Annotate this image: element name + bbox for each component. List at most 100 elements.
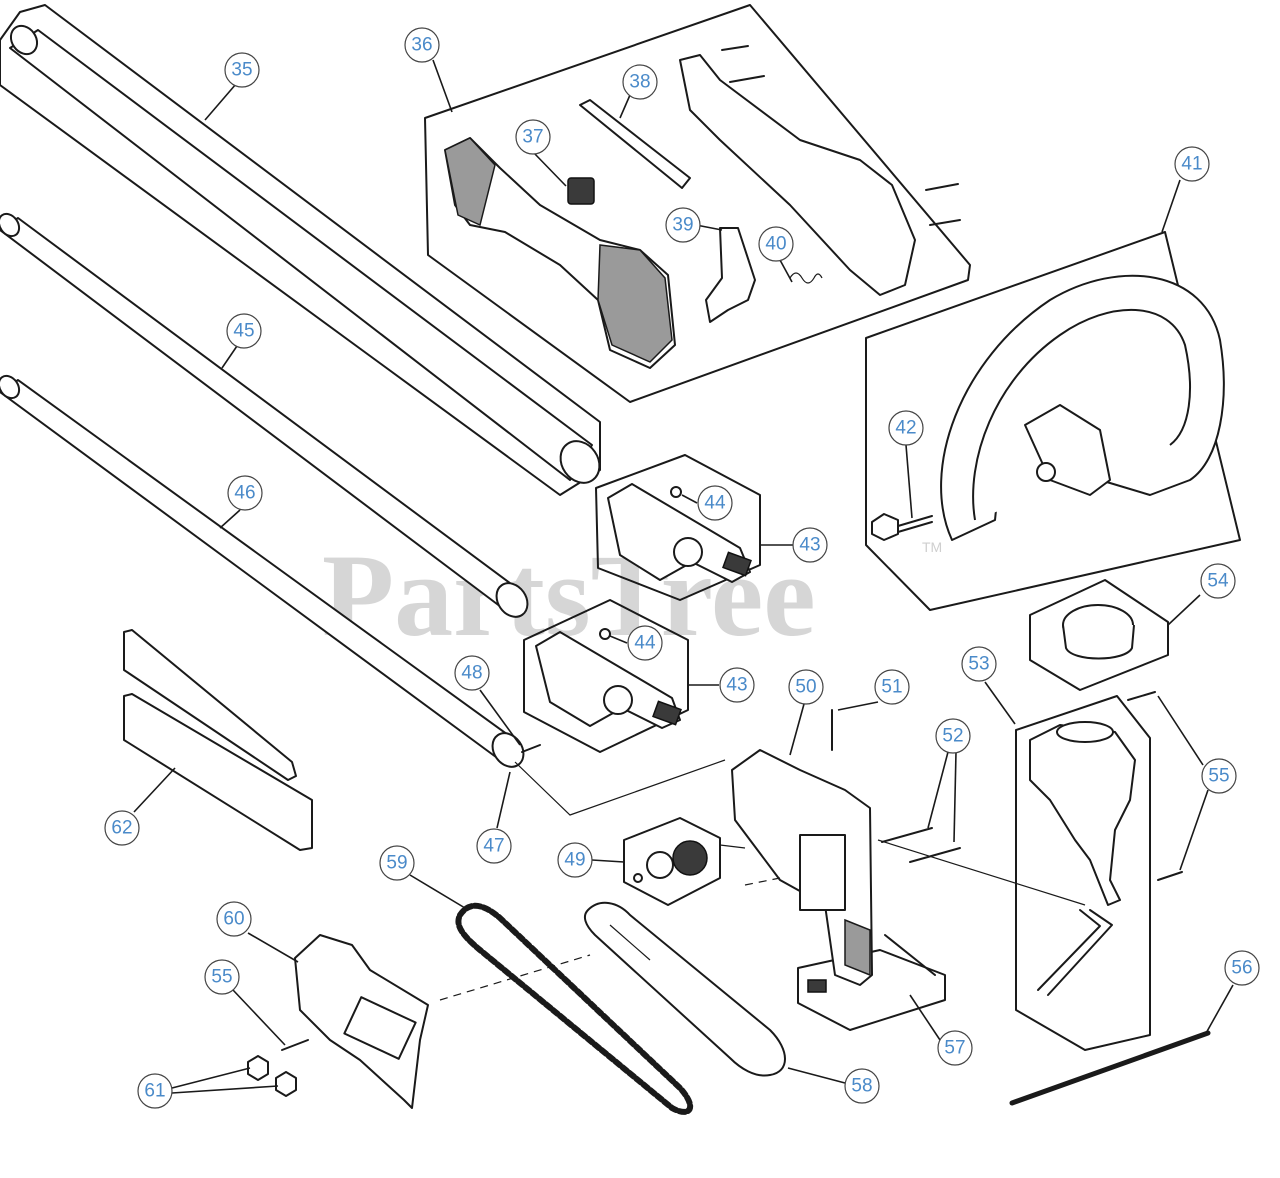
svg-text:37: 37 xyxy=(522,127,543,148)
sprocket-gear xyxy=(672,840,708,876)
callout-42[interactable]: 42 xyxy=(888,410,924,446)
callout-59[interactable]: 59 xyxy=(379,845,415,881)
coupler-43-upper-clamp xyxy=(673,537,703,567)
callouts: 35 36 37 38 39 40 41 42 43 43 44 44 45 4… xyxy=(104,27,1260,1109)
callout-48[interactable]: 48 xyxy=(454,655,490,691)
svg-text:51: 51 xyxy=(881,677,902,698)
callout-60[interactable]: 60 xyxy=(216,901,252,937)
saw-chain-59 xyxy=(455,902,694,1115)
svg-text:54: 54 xyxy=(1207,571,1229,592)
oil-tank-53 xyxy=(1029,691,1183,996)
rear-handle-parts xyxy=(444,45,961,369)
svg-text:42: 42 xyxy=(895,418,916,439)
rear-handle-grip xyxy=(444,137,496,227)
oil-line xyxy=(1047,909,1113,996)
svg-text:62: 62 xyxy=(111,818,132,839)
callout-41[interactable]: 41 xyxy=(1174,146,1210,182)
bolt-42 xyxy=(871,513,933,541)
callout-50[interactable]: 50 xyxy=(788,669,824,705)
bolt-57 xyxy=(884,934,936,976)
svg-text:44: 44 xyxy=(704,493,726,514)
callout-38[interactable]: 38 xyxy=(622,64,658,100)
callout-62[interactable]: 62 xyxy=(104,810,140,846)
coupler-43-lower xyxy=(535,631,681,729)
sprocket-49-box xyxy=(623,817,721,906)
callout-44-lower[interactable]: 44 xyxy=(627,625,663,661)
screw-55-guard xyxy=(281,1039,309,1051)
callout-55-tank[interactable]: 55 xyxy=(1201,758,1237,794)
svg-text:53: 53 xyxy=(968,654,989,675)
callout-57[interactable]: 57 xyxy=(937,1030,973,1066)
svg-text:56: 56 xyxy=(1231,958,1252,979)
callout-46[interactable]: 46 xyxy=(227,475,263,511)
svg-text:35: 35 xyxy=(231,60,252,81)
shaft-35-end xyxy=(559,440,601,484)
svg-text:52: 52 xyxy=(942,726,963,747)
nut-44-upper xyxy=(670,486,682,498)
callout-58[interactable]: 58 xyxy=(844,1068,880,1104)
svg-text:55: 55 xyxy=(1208,766,1229,787)
svg-text:43: 43 xyxy=(799,535,820,556)
coupler-43-lower-tab xyxy=(652,700,682,726)
svg-text:38: 38 xyxy=(629,72,650,93)
oil-tank-53-box xyxy=(1015,695,1151,1051)
gear-housing-plate xyxy=(799,834,846,911)
callout-40[interactable]: 40 xyxy=(758,226,794,262)
callout-56[interactable]: 56 xyxy=(1224,950,1260,986)
alignment-lines xyxy=(439,759,1086,1001)
callout-43-upper[interactable]: 43 xyxy=(792,527,828,563)
sprocket-clip xyxy=(633,873,643,883)
couplers xyxy=(535,483,752,729)
svg-text:58: 58 xyxy=(851,1076,872,1097)
coupler-43-upper xyxy=(607,483,751,583)
scabbard-62 xyxy=(123,629,313,851)
front-handle-bolt-hole xyxy=(1036,462,1056,482)
screw-48 xyxy=(521,744,541,753)
shaft-fittings xyxy=(521,744,541,753)
callout-61[interactable]: 61 xyxy=(137,1073,173,1109)
svg-text:41: 41 xyxy=(1181,154,1202,175)
spring-40 xyxy=(789,272,823,284)
callout-39[interactable]: 39 xyxy=(665,207,701,243)
shafts xyxy=(0,24,601,768)
svg-text:39: 39 xyxy=(672,215,693,236)
rod-56 xyxy=(1009,1030,1211,1106)
rear-handle-trigger-cover xyxy=(597,244,673,363)
coupler-43-lower-box xyxy=(523,599,689,753)
callout-49[interactable]: 49 xyxy=(557,842,593,878)
coupler-43-lower-clamp xyxy=(603,685,633,715)
handle-36-box xyxy=(424,4,971,403)
callout-53[interactable]: 53 xyxy=(961,646,997,682)
callout-43-lower[interactable]: 43 xyxy=(719,667,755,703)
cap-54-body xyxy=(1062,624,1135,660)
callout-45[interactable]: 45 xyxy=(226,313,262,349)
oil-line-outer xyxy=(1037,909,1101,991)
callout-37[interactable]: 37 xyxy=(515,119,551,155)
callout-55-guard[interactable]: 55 xyxy=(204,959,240,995)
shaft-35 xyxy=(9,29,593,481)
svg-text:57: 57 xyxy=(944,1038,965,1059)
nuts-61 xyxy=(247,1055,297,1097)
svg-text:36: 36 xyxy=(411,35,432,56)
callout-36[interactable]: 36 xyxy=(404,27,440,63)
callout-52[interactable]: 52 xyxy=(935,718,971,754)
coupler-43-upper-box xyxy=(595,454,761,601)
trigger-39 xyxy=(705,227,756,323)
callout-44-upper[interactable]: 44 xyxy=(697,485,733,521)
callout-54[interactable]: 54 xyxy=(1200,563,1236,599)
sprocket-49 xyxy=(633,840,708,883)
svg-text:48: 48 xyxy=(461,663,482,684)
svg-text:61: 61 xyxy=(144,1081,165,1102)
nut-44-lower xyxy=(599,628,611,640)
svg-text:43: 43 xyxy=(726,675,747,696)
front-handle-41 xyxy=(871,274,1225,541)
callout-51[interactable]: 51 xyxy=(874,669,910,705)
front-handle-41-box xyxy=(865,231,1241,611)
shaft-35-tip xyxy=(9,24,39,56)
shaft-45-tip xyxy=(0,212,21,238)
chain-guard-plate xyxy=(343,996,417,1060)
callout-35[interactable]: 35 xyxy=(224,52,260,88)
callout-47[interactable]: 47 xyxy=(476,828,512,864)
svg-text:44: 44 xyxy=(634,633,656,654)
